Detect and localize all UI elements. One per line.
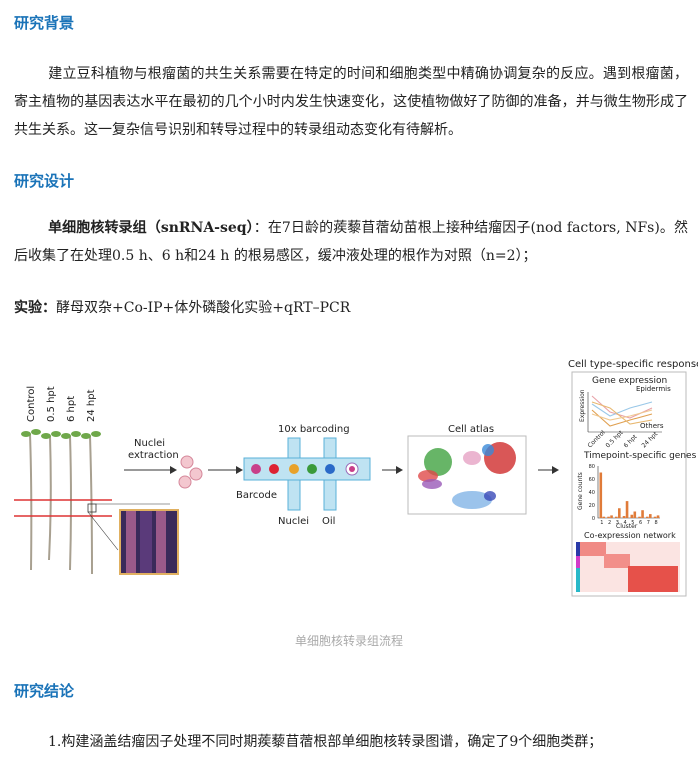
nuclei-label: Nuclei — [278, 516, 309, 527]
arrow-2-head — [236, 466, 243, 474]
nuclei-extraction-label-2: extraction — [128, 450, 179, 461]
bar-cluster-2 — [610, 515, 613, 518]
timepoint-label-05: 0.5 hpt — [46, 386, 57, 422]
experiment-text: 酵母双杂+Co-IP+体外磷酸化实验+qRT–PCR — [56, 300, 351, 316]
barcoding-title: 10x barcoding — [278, 424, 350, 435]
seedlings-illustration — [29, 433, 93, 575]
bar-cluster-8 — [653, 516, 657, 518]
cluster-tick-label: 7 — [647, 520, 650, 526]
seedling-leaves — [21, 429, 101, 439]
figure-caption: 单细胞核转录组流程 — [294, 634, 403, 648]
cluster-tick-label: 6 — [639, 520, 642, 526]
timepoint-genes-title: Timepoint-specific genes — [583, 451, 697, 461]
paragraph-design: 单细胞核转录组（snRNA-seq）：在7日龄的蒺藜苜蓿幼苗根上接种结瘤因子(n… — [14, 214, 688, 270]
response-title: Cell type-specific response — [568, 359, 698, 370]
bar-cluster-5 — [630, 514, 634, 518]
barcode-label: Barcode — [236, 490, 277, 501]
heading-design: 研究设计 — [14, 172, 75, 190]
cluster-tick-label: 1 — [600, 520, 603, 526]
coexpression-heatmap — [576, 542, 680, 592]
bar-cluster-5 — [633, 511, 637, 518]
root-section-illustration — [119, 509, 179, 575]
y-tick-label: 40 — [589, 490, 595, 496]
timepoint-label-6: 6 hpt — [66, 396, 77, 422]
y-tick-label: 60 — [589, 477, 595, 483]
zoom-line-1 — [87, 511, 119, 551]
y-tick-label: 0 — [592, 516, 595, 522]
bar-cluster-1 — [602, 516, 606, 518]
nuclei-extraction-label: Nuclei — [134, 438, 165, 449]
cluster-tick-label: 4 — [624, 520, 627, 526]
bar-cluster-6 — [638, 516, 641, 518]
paragraph-experiment: 实验：酵母双杂+Co-IP+体外磷酸化实验+qRT–PCR — [14, 294, 688, 322]
nuclei-dots — [178, 455, 203, 489]
y-tick-label: 80 — [589, 464, 595, 470]
bar-cluster-3 — [615, 516, 618, 518]
design-text: ：在7日龄的蒺藜苜蓿幼苗根上接种结瘤因子(nod factors, NFs)。然… — [14, 220, 688, 264]
workflow-figure: Control 0.5 hpt 6 hpt 24 hpt Nuclei extr… — [14, 359, 698, 597]
timepoint-label-control: Control — [26, 386, 37, 422]
paragraph-background: 建立豆科植物与根瘤菌的共生关系需要在特定的时间和细胞类型中精确协调复杂的反应。遇… — [14, 60, 688, 144]
y-tick-label: 20 — [589, 503, 595, 509]
design-bold-term: 单细胞核转录组（snRNA-seq） — [48, 220, 254, 236]
bar-cluster-6 — [641, 510, 644, 518]
expression-axis: Expression — [579, 389, 586, 422]
cell-atlas-umap — [418, 442, 516, 509]
bar-cluster-1 — [599, 472, 603, 518]
timepoint-label-24: 24 hpt — [86, 389, 97, 422]
barcoding-channel — [243, 437, 371, 511]
arrow-4-head — [552, 466, 559, 474]
experiment-label: 实验： — [14, 300, 56, 316]
cell-atlas-title: Cell atlas — [448, 424, 494, 435]
gene-expression-title: Gene expression — [592, 376, 667, 386]
bar-cluster-8 — [656, 515, 660, 518]
timepoint-labels: Control 0.5 hpt 6 hpt 24 hpt — [26, 386, 97, 422]
others-label: Others — [640, 422, 664, 430]
arrow-3-head — [396, 466, 403, 474]
epidermis-label: Epidermis — [636, 385, 671, 393]
arrow-1-head — [170, 466, 177, 474]
oil-label: Oil — [322, 516, 335, 527]
zoom-box — [87, 503, 97, 513]
gene-expression-lines — [591, 395, 653, 427]
bar-cluster-4 — [622, 516, 626, 518]
bar-cluster-7 — [649, 514, 652, 518]
heading-background: 研究背景 — [14, 14, 75, 32]
cluster-axis: Cluster — [616, 523, 638, 530]
heading-conclusion: 研究结论 — [14, 682, 75, 700]
conclusion-text: 1.构建涵盖结瘤因子处理不同时期蒺藜苜蓿根部单细胞核转录图谱，确定了9个细胞类群… — [48, 734, 603, 750]
bar-cluster-7 — [646, 516, 649, 518]
cluster-tick-label: 8 — [655, 520, 658, 526]
cluster-tick-label: 3 — [616, 520, 619, 526]
bar-cluster-4 — [625, 501, 629, 518]
cluster-tick-label: 2 — [608, 520, 611, 526]
gene-counts-axis: Gene counts — [577, 472, 584, 510]
bar-cluster-3 — [618, 508, 621, 518]
coexpr-title: Co-expression network — [584, 531, 676, 540]
barcode-beads — [251, 462, 359, 476]
paragraph-conclusion: 1.构建涵盖结瘤因子处理不同时期蒺藜苜蓿根部单细胞核转录图谱，确定了9个细胞类群… — [14, 728, 688, 756]
bar-cluster-2 — [607, 516, 610, 518]
background-text: 建立豆科植物与根瘤菌的共生关系需要在特定的时间和细胞类型中精确协调复杂的反应。遇… — [14, 66, 688, 138]
cluster-tick-label: 5 — [631, 520, 634, 526]
